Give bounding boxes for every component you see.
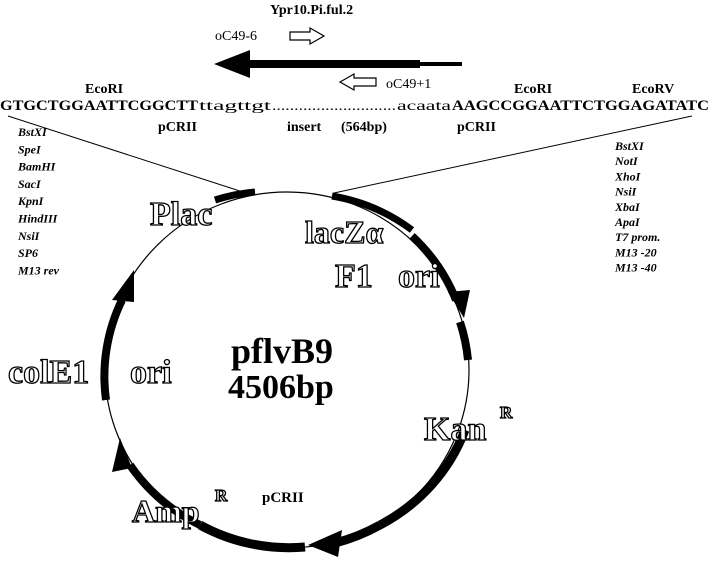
insert-size-label: (564bp) (341, 120, 387, 135)
left-sites-item: KpnI (17, 194, 45, 208)
cole1-label: colE1 (8, 354, 89, 391)
right-sites-item: M13 -40 (614, 261, 657, 275)
left-sites-item: BstXI (17, 125, 48, 139)
plasmid-size: 4506bp (228, 369, 334, 406)
right-sites-item: ApaI (614, 215, 641, 229)
ecorv-label: EcoRV (632, 82, 674, 97)
cole1-ori-label: ori (130, 354, 172, 391)
sequence-right: AAGCCGGAATTCTGGAGATATC (452, 98, 709, 114)
f1-ori-tail (456, 320, 472, 361)
inner-pcrii-label: pCRII (262, 490, 304, 506)
right-sites-item: T7 prom. (615, 230, 660, 244)
left-lower-feature (126, 462, 202, 529)
f1-ori-label: ori (398, 258, 440, 295)
plac-feature (213, 188, 256, 204)
amp-label: Amp (132, 493, 200, 529)
right-sites-item: BstXI (614, 139, 645, 153)
ecori-left-label: EcoRI (85, 82, 123, 97)
pcrii-right-label: pCRII (457, 120, 496, 135)
left-site-list: BstXI SpeI BamHI SacI KpnI HindIII NsiI SP6M13 … (17, 125, 60, 277)
left-sites-item: SacI (18, 177, 42, 191)
f1-label: F1 (335, 258, 373, 295)
amp-superscript: R (215, 486, 228, 505)
plac-label: Plac (150, 196, 212, 233)
left-sites-item: SpeI (18, 142, 42, 156)
connector-right (333, 115, 693, 194)
primer-oc49-6-label: oC49-6 (215, 29, 257, 44)
amp-arrowhead-icon (308, 530, 342, 557)
connector-left (7, 115, 247, 194)
kan-label: Kan (424, 411, 486, 448)
amp-tail (197, 521, 306, 553)
left-sites-item: NsiI (17, 229, 41, 243)
right-sites-item: NotI (614, 154, 639, 168)
insert-orientation-arrow-icon (214, 50, 420, 78)
right-sites-item: XbaI (614, 200, 641, 214)
kan-superscript: R (500, 403, 513, 422)
cole1-ori-feature (100, 298, 126, 401)
left-lower-arrowhead-icon (112, 438, 132, 472)
left-sites-item: HindIII (17, 212, 59, 226)
primer-ypr-label: Ypr10.Pi.ful.2 (270, 3, 353, 18)
right-sites-item: XhoI (614, 169, 642, 183)
pcrii-left-label: pCRII (158, 120, 197, 135)
primer-oc49-6-arrow-icon (289, 26, 326, 46)
insert-label: insert (287, 120, 322, 135)
cole1-ori-arrowhead-icon (112, 270, 134, 302)
right-sites-item: M13 -20 (614, 245, 657, 259)
sequence-left: GTGCTGGAATTCGGCTT (0, 98, 198, 114)
left-sites-item: BamHI (17, 160, 57, 174)
primer-oc49-1-label: oC49+1 (386, 77, 431, 92)
sequence-dots: ............................ (272, 99, 396, 114)
insert-line (420, 62, 462, 66)
ecori-right-label: EcoRI (514, 82, 552, 97)
right-sites-item: NsiI (614, 185, 638, 199)
kan-feature (377, 428, 470, 529)
sequence-insert-left: ttagttgt (199, 99, 271, 114)
f1-ori-arrowhead-icon (448, 290, 470, 318)
primer-oc49-1-arrow-icon (338, 72, 377, 92)
amp-feature (333, 521, 383, 548)
plasmid-name: pflvB9 (231, 331, 333, 371)
left-sites-item: SP6 (18, 246, 38, 260)
lacz-label: lacZα (305, 214, 383, 250)
left-sites-item: M13 rev (17, 263, 60, 277)
lacz-feature (331, 192, 415, 233)
sequence-insert-right: acaata (397, 99, 452, 114)
